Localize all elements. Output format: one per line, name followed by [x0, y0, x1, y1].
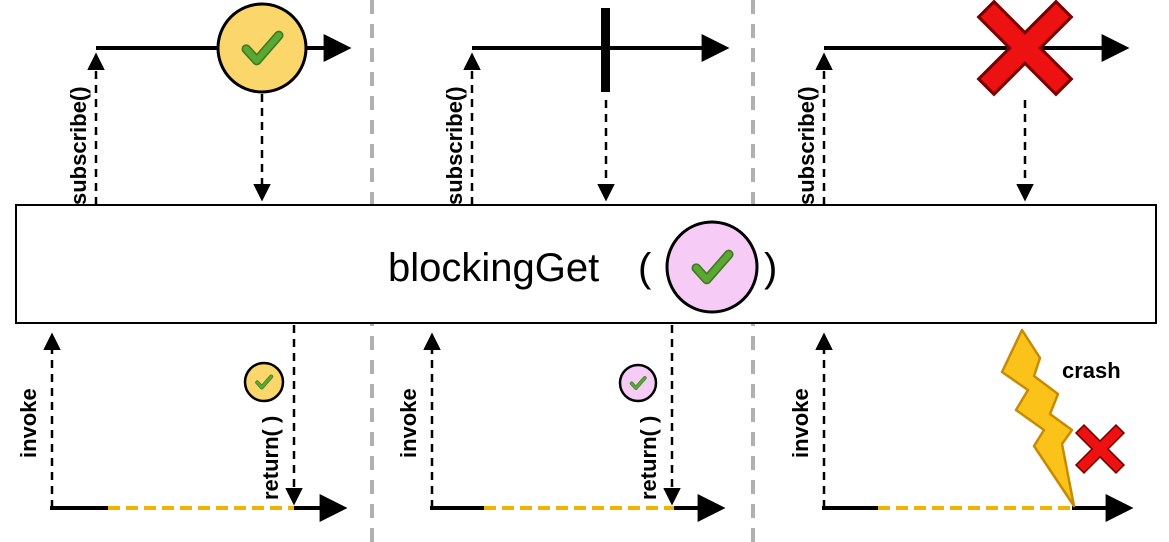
- returned-success-marble: [243, 361, 285, 403]
- panel-complete: subscribe() invoke return( ): [396, 8, 730, 522]
- crash-label: crash: [1062, 358, 1121, 383]
- lightning-bolt-icon: [1000, 328, 1076, 508]
- panel-success: subscribe() invoke return( ): [16, 2, 352, 522]
- invoke-label: invoke: [396, 388, 421, 458]
- operator-glyph: [665, 220, 759, 314]
- return-label: return( ): [258, 416, 283, 500]
- operator-box: blockingGet ( ): [15, 204, 1157, 324]
- operator-open-paren: (: [638, 246, 652, 290]
- return-label: return( ): [636, 416, 661, 500]
- subscribe-label: subscribe(): [442, 86, 467, 205]
- invoke-label: invoke: [788, 388, 813, 458]
- success-marble: [216, 2, 308, 94]
- panel-error: subscribe() invoke crash: [788, 17, 1134, 522]
- operator-name: blockingGet: [388, 246, 599, 290]
- completion-bar: [601, 8, 610, 92]
- operator-close-paren: ): [764, 246, 777, 290]
- error-cross-icon: [1084, 433, 1116, 465]
- subscribe-label: subscribe(): [66, 86, 91, 205]
- returned-default-marble: [618, 363, 658, 403]
- subscribe-label: subscribe(): [794, 86, 819, 205]
- invoke-label: invoke: [16, 388, 41, 458]
